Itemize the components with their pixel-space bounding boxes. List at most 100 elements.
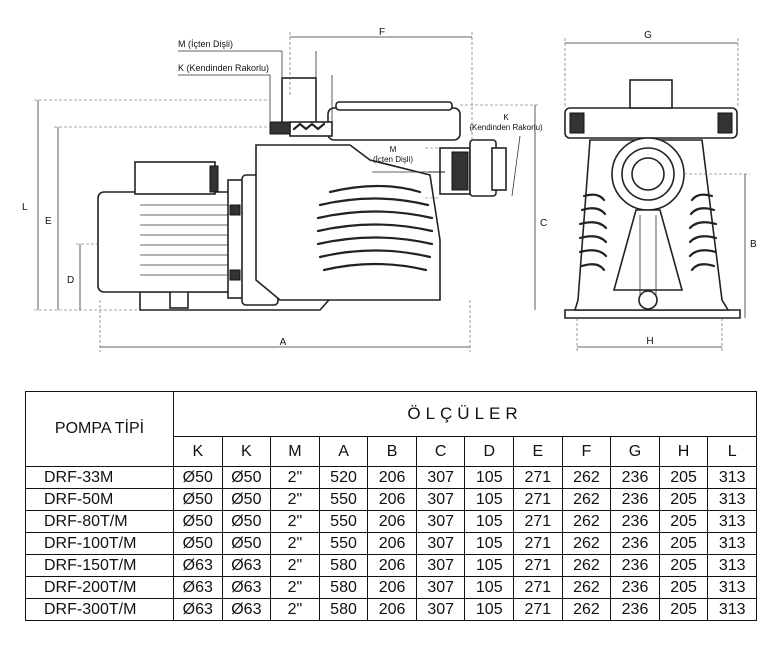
dimension-cell: 313	[707, 510, 757, 533]
column-header: F	[561, 436, 612, 467]
dimension-cell: 236	[610, 466, 660, 489]
motor-fins	[140, 204, 232, 276]
front-fins-right	[688, 193, 718, 272]
dimension-cell: 105	[464, 488, 515, 511]
dimension-cell: 206	[367, 598, 417, 621]
dimension-cell: 236	[610, 598, 660, 621]
dimension-cell: Ø50	[221, 466, 272, 489]
dimension-cell: Ø50	[173, 532, 223, 555]
front-base	[564, 309, 741, 319]
dimension-cell: 580	[318, 576, 369, 599]
side-view	[97, 77, 507, 311]
dimension-cell: 206	[367, 466, 417, 489]
front-lid	[564, 107, 738, 139]
dimension-cell: 236	[610, 510, 660, 533]
column-header: E	[513, 436, 563, 467]
pump-type-cell: DRF-300T/M	[25, 598, 174, 621]
dimension-cell: 262	[561, 598, 612, 621]
motor-body	[97, 191, 239, 293]
dimension-cell: 2"	[270, 488, 320, 511]
side-dimensions: A F C L E D M (İçten Dişli) K (Kendinden…	[22, 27, 547, 352]
strainer-fins	[316, 184, 434, 272]
dimension-cell: 313	[707, 554, 757, 577]
dimension-cell: 307	[415, 466, 466, 489]
dimension-cell: Ø63	[173, 598, 223, 621]
dim-label-e: E	[45, 216, 52, 227]
pump-type-cell: DRF-200T/M	[25, 576, 174, 599]
dimension-cell: 236	[610, 488, 660, 511]
dimension-cell: 205	[658, 488, 709, 511]
dimension-cell: 2"	[270, 466, 320, 489]
dimension-cell: 105	[464, 510, 515, 533]
dimension-cell: 271	[513, 488, 563, 511]
column-header: A	[318, 436, 369, 467]
dimension-cell: 205	[658, 554, 709, 577]
column-header: M	[270, 436, 320, 467]
dimension-cell: Ø63	[221, 598, 272, 621]
dim-label-h: H	[646, 336, 653, 347]
dimension-cell: 262	[561, 532, 612, 555]
dimension-cell: 262	[561, 466, 612, 489]
dimension-cell: 520	[318, 466, 369, 489]
dimension-cell: 262	[561, 488, 612, 511]
dimension-cell: 271	[513, 532, 563, 555]
dimension-cell: 262	[561, 576, 612, 599]
dimension-cell: 307	[415, 510, 466, 533]
header-dimensions: ÖLÇÜLER	[173, 391, 757, 437]
pump-type-cell: DRF-80T/M	[25, 510, 174, 533]
dimension-cell: 307	[415, 554, 466, 577]
dim-label-l: L	[22, 202, 28, 213]
dimension-cell: 206	[367, 488, 417, 511]
dimension-cell: 262	[561, 554, 612, 577]
dimension-cell: 271	[513, 576, 563, 599]
dimension-cell: 206	[367, 554, 417, 577]
pump-type-cell: DRF-33M	[25, 466, 174, 489]
dimension-cell: 205	[658, 510, 709, 533]
dimension-cell: Ø63	[173, 554, 223, 577]
dimension-cell: Ø50	[221, 532, 272, 555]
dimension-cell: 271	[513, 598, 563, 621]
dimension-cell: 205	[658, 466, 709, 489]
front-view	[564, 79, 741, 319]
dimension-cell: 205	[658, 598, 709, 621]
dimension-cell: 550	[318, 488, 369, 511]
dimension-cell: 105	[464, 554, 515, 577]
dimension-cell: Ø63	[221, 576, 272, 599]
dimension-cell: 2"	[270, 532, 320, 555]
dim-label-d: D	[67, 275, 74, 286]
inlet-pipe	[281, 77, 317, 129]
dimension-cell: 236	[610, 532, 660, 555]
dim-label-b: B	[750, 239, 757, 250]
dimension-cell: Ø50	[221, 510, 272, 533]
label-k-side-desc: (Kendinden Rakorlu)	[469, 123, 543, 132]
strainer-lid	[327, 107, 461, 141]
dimension-cell: 2"	[270, 576, 320, 599]
column-header: H	[658, 436, 709, 467]
dimension-cell: 313	[707, 466, 757, 489]
pump-technical-drawing: A F C L E D M (İçten Dişli) K (Kendinden…	[22, 27, 757, 352]
dimension-cell: 206	[367, 510, 417, 533]
dimension-cell: 307	[415, 598, 466, 621]
column-header: G	[610, 436, 660, 467]
label-m-inner: M (İçten Dişli)	[178, 39, 233, 49]
dimension-cell: 205	[658, 576, 709, 599]
dim-label-a: A	[280, 337, 287, 348]
dimension-cell: 236	[610, 576, 660, 599]
dimension-cell: 262	[561, 510, 612, 533]
column-header: D	[464, 436, 515, 467]
pump-type-cell: DRF-150T/M	[25, 554, 174, 577]
dim-label-g: G	[644, 30, 652, 41]
dimension-cell: Ø50	[221, 488, 272, 511]
dimension-cell: 271	[513, 554, 563, 577]
dimension-cell: Ø50	[173, 488, 223, 511]
dimension-cell: 550	[318, 532, 369, 555]
dimension-cell: Ø50	[173, 466, 223, 489]
dimension-cell: 236	[610, 554, 660, 577]
dim-label-f: F	[379, 27, 385, 38]
